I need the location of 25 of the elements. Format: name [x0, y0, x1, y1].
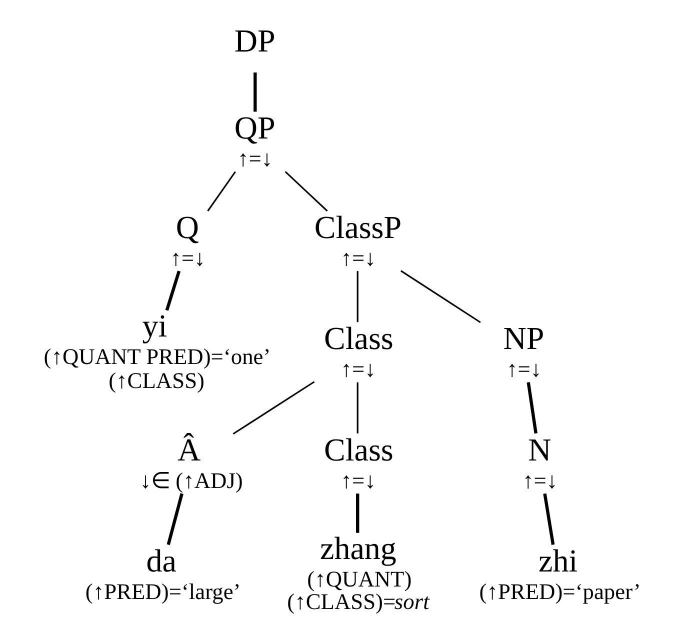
node-text: Â ↓∈ (↑ADJ) [139, 431, 242, 493]
node-text: Class ↑=↓ [323, 320, 393, 382]
node-text: Class ↑=↓ [323, 431, 393, 493]
connector [542, 493, 554, 545]
node-text: Q ↑=↓ [170, 208, 205, 270]
node-text: zhi (↑PRED)=‘paper’ [478, 542, 640, 604]
connector [526, 382, 537, 434]
connector [356, 382, 358, 434]
node-text: ClassP ↑=↓ [314, 208, 402, 270]
connector [400, 270, 480, 324]
connector [284, 171, 328, 212]
node-text: NP ↑=↓ [502, 320, 544, 382]
node-text: N ↑=↓ [522, 431, 558, 493]
node-text: yi (↑QUANT PRED)=‘one’ (↑CLASS) [43, 307, 270, 393]
node-text: DP [234, 22, 275, 58]
connector [206, 171, 236, 212]
node-text: zhang (↑QUANT) (↑CLASS)=sort [286, 530, 429, 614]
connector [253, 72, 256, 112]
connector [166, 493, 183, 546]
connector [356, 271, 358, 322]
node-text: QP ↑=↓ [234, 110, 275, 172]
node-text: da (↑PRED)=‘large’ [84, 542, 240, 604]
connector [356, 494, 359, 533]
connector [164, 270, 180, 311]
connector [232, 381, 314, 435]
